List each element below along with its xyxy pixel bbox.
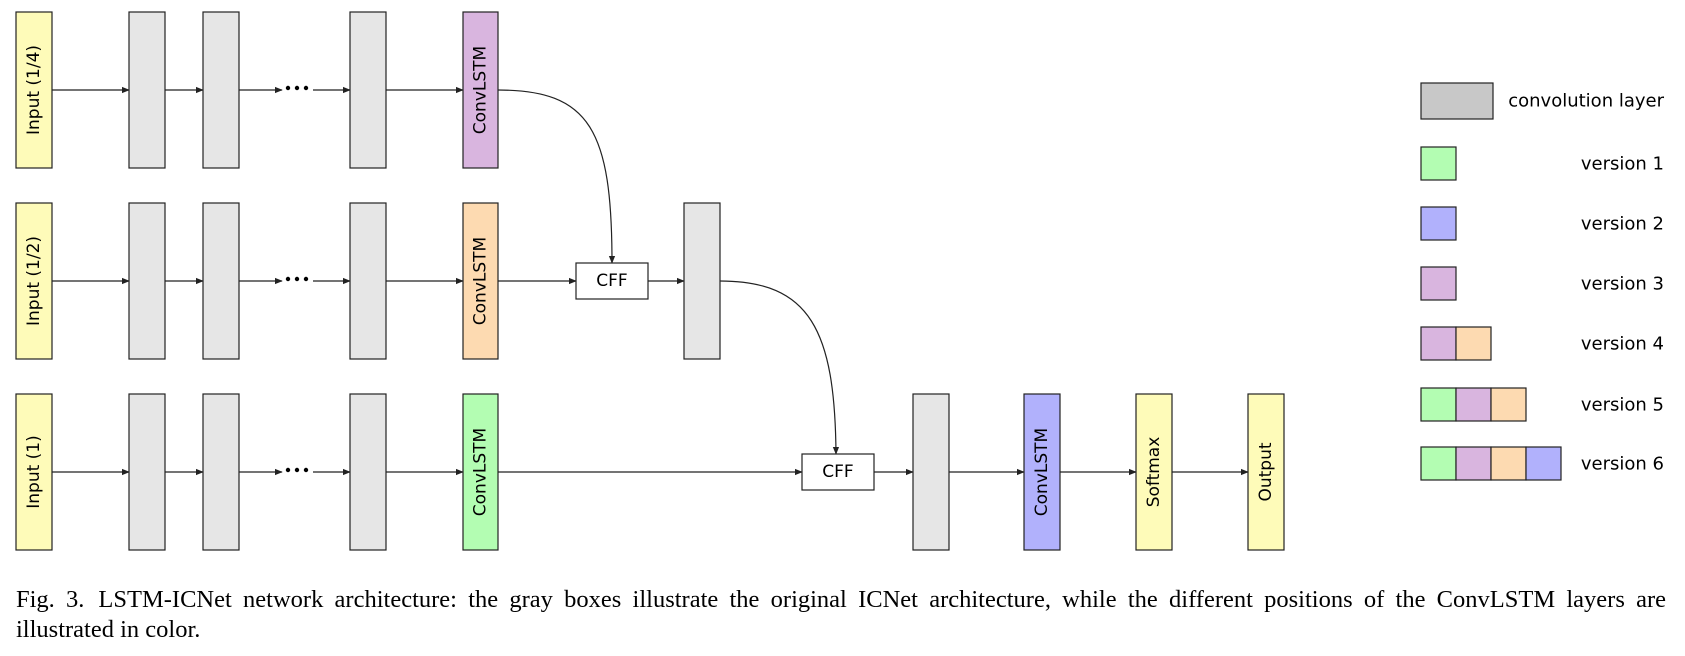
legend: convolution layer version 1 version 2 versi… [1420, 82, 1665, 481]
cff-label: CFF [822, 462, 853, 482]
figure-label: Fig. 3. [16, 586, 85, 613]
ellipsis-dots [303, 467, 309, 473]
convlstm-layer [462, 202, 499, 360]
legend-label: version 5 [1581, 395, 1664, 416]
legend-swatch [1420, 82, 1494, 120]
legend-swatch [1490, 446, 1527, 481]
convlstm-layer [462, 11, 499, 169]
legend-swatch [1490, 387, 1527, 422]
convlstm-label: ConvLSTM [1032, 428, 1052, 516]
figure-caption: Fig. 3.LSTM-ICNet network architecture: … [16, 585, 1666, 645]
legend-swatch [1420, 446, 1457, 481]
ellipsis-dots [294, 467, 300, 473]
legend-swatch [1420, 146, 1457, 181]
legend-label: version 3 [1581, 274, 1664, 295]
input-layer [15, 393, 53, 551]
legend-label: version 2 [1581, 214, 1664, 235]
convolution-layer [128, 393, 166, 551]
legend-swatch [1420, 206, 1457, 241]
input-label: Input (1/4) [24, 45, 44, 135]
legend-swatch [1455, 446, 1492, 481]
convolution-layer [202, 11, 240, 169]
legend-swatch [1455, 387, 1492, 422]
input-layer [15, 202, 53, 360]
legend-swatch [1455, 326, 1492, 361]
ellipsis-dots [285, 467, 291, 473]
legend-label: version 4 [1581, 334, 1664, 355]
output-layer [1247, 393, 1285, 551]
connections [52, 86, 1249, 476]
convolution-layer [912, 393, 950, 551]
cff-block [575, 262, 649, 300]
convlstm-layer [1023, 393, 1061, 551]
ellipsis-dots [294, 85, 300, 91]
layers: Input (1/4) ConvLSTM Input (1/2) ConvLSTM In… [15, 11, 1285, 551]
convlstm-label: ConvLSTM [471, 237, 491, 325]
cff-label: CFF [596, 271, 627, 291]
convolution-layer [349, 202, 387, 360]
softmax-label: Softmax [1144, 437, 1164, 508]
ellipsis-dots [303, 276, 309, 282]
convolution-layer [202, 393, 240, 551]
arrow-curve [497, 89, 616, 264]
architecture-diagram: Input (1/4) ConvLSTM Input (1/2) ConvLSTM In… [15, 11, 1665, 551]
softmax-layer [1135, 393, 1173, 551]
convlstm-label: ConvLSTM [471, 428, 491, 516]
legend-swatch [1525, 446, 1562, 481]
input-label: Input (1) [24, 435, 44, 509]
convolution-layer [128, 11, 166, 169]
legend-label: version 1 [1581, 154, 1664, 175]
ellipsis-dots [285, 85, 291, 91]
input-label: Input (1/2) [24, 236, 44, 326]
convlstm-layer [462, 393, 499, 551]
arrow-curve [719, 280, 840, 455]
convlstm-label: ConvLSTM [471, 46, 491, 134]
convolution-layer [349, 393, 387, 551]
legend-swatch [1420, 266, 1457, 301]
cff-block [801, 453, 875, 491]
legend-label: convolution layer [1508, 91, 1664, 112]
caption-text: LSTM-ICNet network architecture: the gra… [16, 586, 1666, 643]
convolution-layer [202, 202, 240, 360]
output-label: Output [1256, 442, 1276, 501]
ellipsis-dots [285, 276, 291, 282]
input-layer [15, 11, 53, 169]
convolution-layer [683, 202, 721, 360]
legend-swatch [1420, 387, 1457, 422]
convolution-layer [349, 11, 387, 169]
ellipsis-dots [303, 85, 309, 91]
convolution-layer [128, 202, 166, 360]
legend-swatch [1420, 326, 1457, 361]
legend-label: version 6 [1581, 454, 1664, 475]
ellipsis-dots [294, 276, 300, 282]
